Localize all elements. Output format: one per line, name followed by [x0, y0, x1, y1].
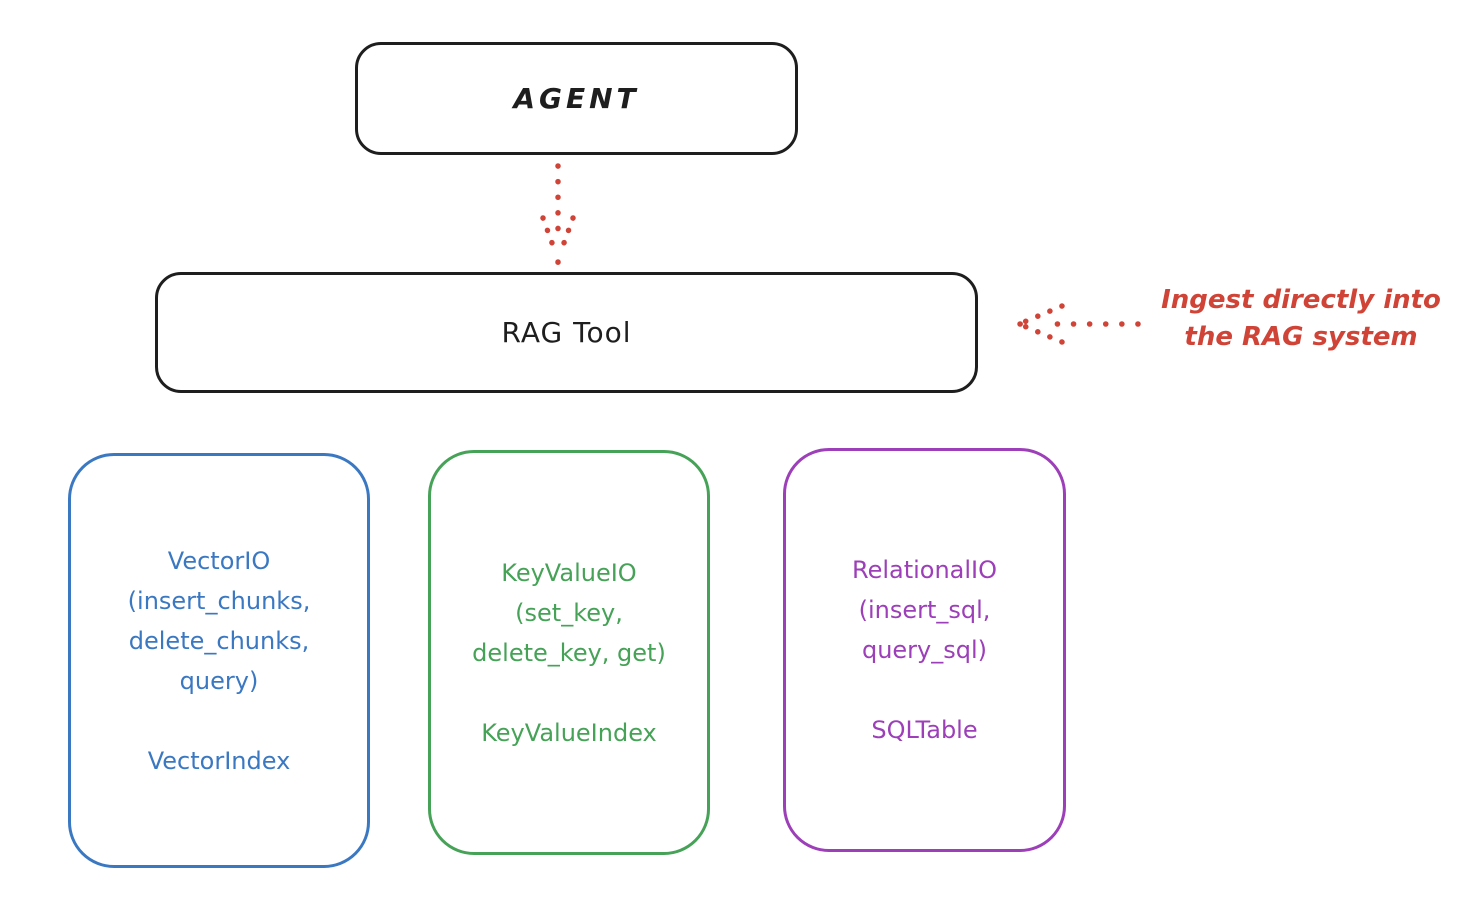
- vector-io-line: query): [179, 666, 259, 695]
- ingest-annotation-dotted-arrow-icon: [1017, 303, 1141, 345]
- agent-to-rag-dotted-arrow-icon: [540, 163, 576, 265]
- vector-io-line: delete_chunks,: [128, 626, 310, 655]
- sql-table-label: SQLTable: [871, 716, 978, 744]
- rag-tool-label: RAG Tool: [501, 316, 632, 349]
- vector-io-card: VectorIO (insert_chunks, delete_chunks, …: [68, 453, 370, 868]
- vector-io-methods: VectorIO (insert_chunks, delete_chunks, …: [128, 541, 311, 701]
- key-value-io-line: KeyValueIO: [501, 558, 637, 587]
- agent-label: AGENT: [513, 82, 640, 115]
- rag-tool-box: RAG Tool: [155, 272, 978, 393]
- key-value-io-line: (set_key,: [515, 598, 623, 627]
- vector-io-line: VectorIO: [167, 546, 271, 575]
- relational-io-card: RelationalIO (insert_sql, query_sql) SQL…: [783, 448, 1066, 852]
- ingest-annotation: Ingest directly into the RAG system: [1140, 282, 1462, 356]
- key-value-io-card: KeyValueIO (set_key, delete_key, get) Ke…: [428, 450, 710, 855]
- agent-box: AGENT: [355, 42, 798, 155]
- relational-io-line: RelationalIO: [851, 556, 998, 584]
- relational-io-line: (insert_sql,: [858, 596, 991, 624]
- vector-index-label: VectorIndex: [147, 746, 291, 775]
- key-value-io-line: delete_key, get): [472, 638, 666, 667]
- key-value-index-label: KeyValueIndex: [481, 718, 657, 747]
- ingest-annotation-line-2: the RAG system: [1184, 322, 1418, 352]
- vector-io-line: (insert_chunks,: [127, 586, 311, 615]
- relational-io-methods: RelationalIO (insert_sql, query_sql): [852, 550, 997, 670]
- relational-io-line: query_sql): [861, 636, 988, 664]
- key-value-io-methods: KeyValueIO (set_key, delete_key, get): [472, 553, 666, 673]
- ingest-annotation-line-1: Ingest directly into: [1161, 285, 1441, 315]
